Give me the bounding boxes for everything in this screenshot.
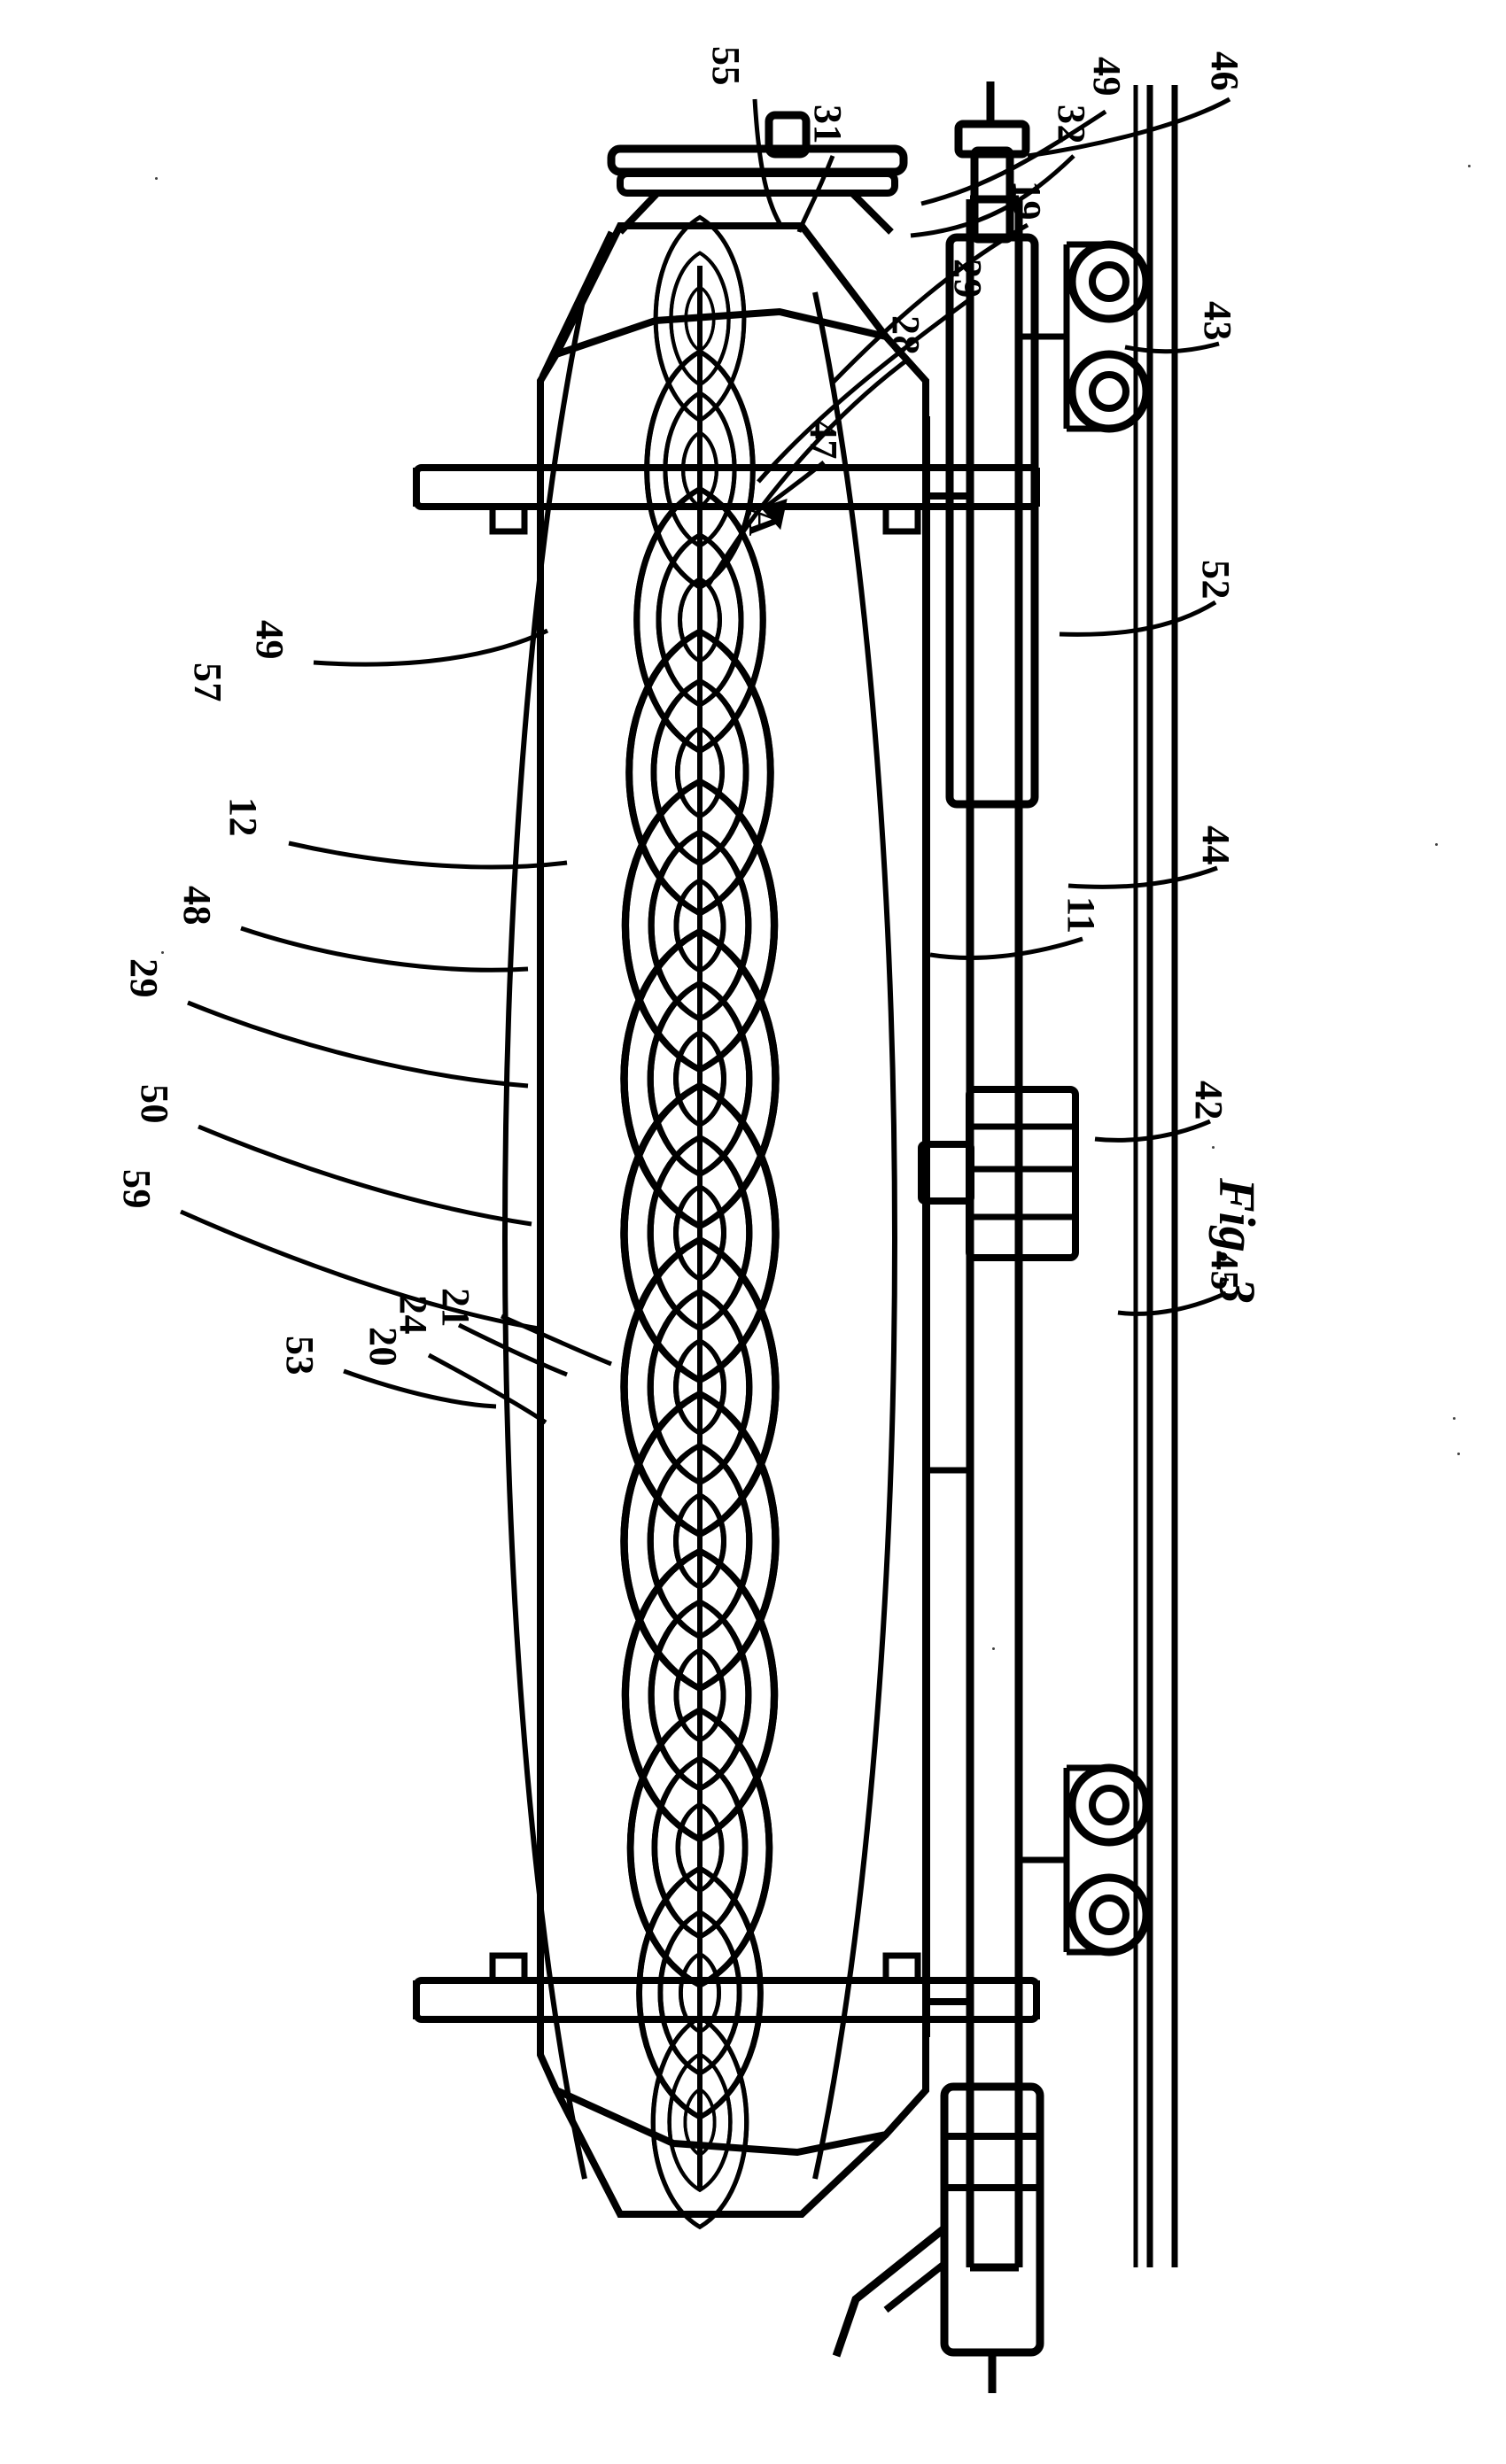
- hitch-tongue-assembly: [832, 2082, 1044, 2393]
- reference-numeral-44: 44: [1194, 825, 1238, 865]
- scan-speckle: [1457, 1453, 1460, 1455]
- reference-numeral-28: 28: [884, 315, 928, 355]
- reference-numeral-42: 42: [1187, 1081, 1230, 1120]
- scan-speckle: [1453, 1417, 1456, 1420]
- view-direction-arrow: [760, 498, 788, 531]
- main-frame-rail: [945, 81, 1039, 2272]
- scan-speckle: [155, 177, 158, 180]
- scan-speckle: [1435, 843, 1438, 846]
- reference-numeral-29: 29: [946, 259, 990, 298]
- support-struts: [926, 492, 970, 2005]
- reference-numeral-59: 59: [115, 1169, 159, 1209]
- reference-numeral-12: 12: [221, 797, 265, 837]
- reference-numeral-57: 57: [186, 662, 229, 702]
- reference-numeral-48: 48: [175, 886, 219, 926]
- scan-speckle: [1468, 165, 1471, 167]
- wheel-bogie-upper: [1022, 244, 1146, 429]
- rotor-tine-assembly: [502, 217, 897, 2227]
- scan-speckle: [1212, 1146, 1215, 1149]
- reference-numeral-11: 11: [1060, 896, 1103, 934]
- reference-numeral-55: 55: [704, 46, 748, 86]
- reference-numeral-A: A: [741, 507, 786, 537]
- reference-numeral-49: 49: [1085, 57, 1129, 97]
- reference-numeral-24: 24: [392, 1295, 435, 1335]
- reference-numeral-29: 29: [122, 958, 166, 998]
- reference-numeral-50: 50: [133, 1084, 176, 1124]
- reference-numeral-46: 46: [1203, 51, 1246, 91]
- leader-lines: [179, 97, 1231, 1425]
- scan-speckle: [992, 1647, 995, 1650]
- reference-numeral-52: 52: [1194, 560, 1238, 600]
- reference-numeral-43: 43: [1196, 301, 1239, 341]
- reference-numeral-31: 31: [806, 105, 850, 144]
- reference-numeral-47: 47: [802, 420, 845, 460]
- lower-cross-beam: [413, 1952, 1040, 2023]
- reference-numeral-21: 21: [434, 1288, 477, 1328]
- wheel-bogie-lower: [1022, 1768, 1146, 1952]
- reference-numeral-32: 32: [1050, 105, 1093, 144]
- figure-caption: Fig. 3: [1208, 1178, 1266, 1304]
- scan-speckle: [161, 951, 164, 954]
- track-rails: [1133, 85, 1178, 2267]
- reference-numeral-53: 53: [278, 1336, 322, 1375]
- reference-numeral-49: 49: [248, 620, 291, 660]
- reference-numeral-19: 19: [1005, 181, 1049, 221]
- mid-mount-bracket: [918, 1086, 1079, 1261]
